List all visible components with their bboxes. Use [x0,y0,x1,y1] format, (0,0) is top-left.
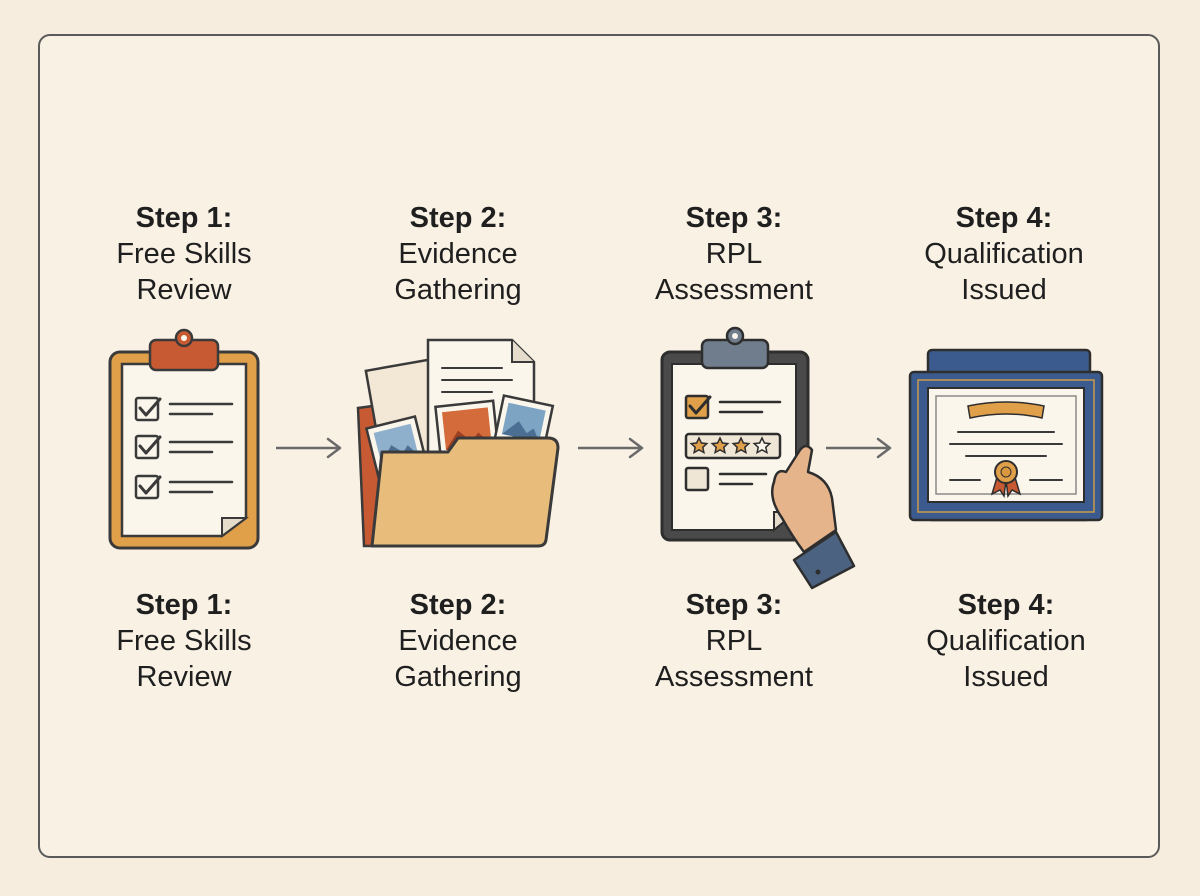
step-number: Step 2: [409,202,507,234]
step-4-label-bottom: Step 4: Qualification Issued [886,587,1126,695]
step-title-line1: Qualification [924,238,1084,270]
arrow-right-icon [826,437,892,459]
step-title-line2: Review [136,661,232,693]
step-1-label-bottom: Step 1: Free Skills Review [64,587,304,695]
step-number: Step 1: [135,202,233,234]
step-2-label-top: Step 2: Evidence Gathering [338,200,578,308]
step-title-line2: Issued [963,661,1049,693]
step-number: Step 4: [955,202,1053,234]
step-title-line2: Assessment [655,274,813,306]
step-1-label-top: Step 1: Free Skills Review [64,200,304,308]
step-number: Step 3: [685,589,783,621]
certificate-icon [908,348,1104,522]
step-title-line2: Gathering [394,274,522,306]
step-title-line1: Qualification [926,625,1086,657]
arrow-right-icon [276,437,342,459]
step-title-line1: Evidence [398,238,518,270]
step-number: Step 3: [685,202,783,234]
clipboard-rating-hand-icon [660,326,856,590]
clipboard-checklist-icon [108,328,260,550]
step-title-line1: RPL [705,625,763,657]
step-title-line2: Assessment [655,661,813,693]
step-title-line1: Free Skills [116,238,252,270]
step-title-line1: RPL [705,238,763,270]
step-title-line2: Issued [961,274,1047,306]
step-title-line2: Review [136,274,232,306]
step-3-label-bottom: Step 3: RPL Assessment [614,587,854,695]
step-3-label-top: Step 3: RPL Assessment [614,200,854,308]
step-title-line2: Gathering [394,661,522,693]
step-number: Step 1: [135,589,233,621]
folder-documents-icon [356,338,560,548]
step-number: Step 2: [409,589,507,621]
step-number: Step 4: [957,589,1055,621]
step-title-line1: Free Skills [116,625,252,657]
step-4-label-top: Step 4: Qualification Issued [884,200,1124,308]
step-2-label-bottom: Step 2: Evidence Gathering [338,587,578,695]
arrow-right-icon [578,437,644,459]
step-title-line1: Evidence [398,625,518,657]
